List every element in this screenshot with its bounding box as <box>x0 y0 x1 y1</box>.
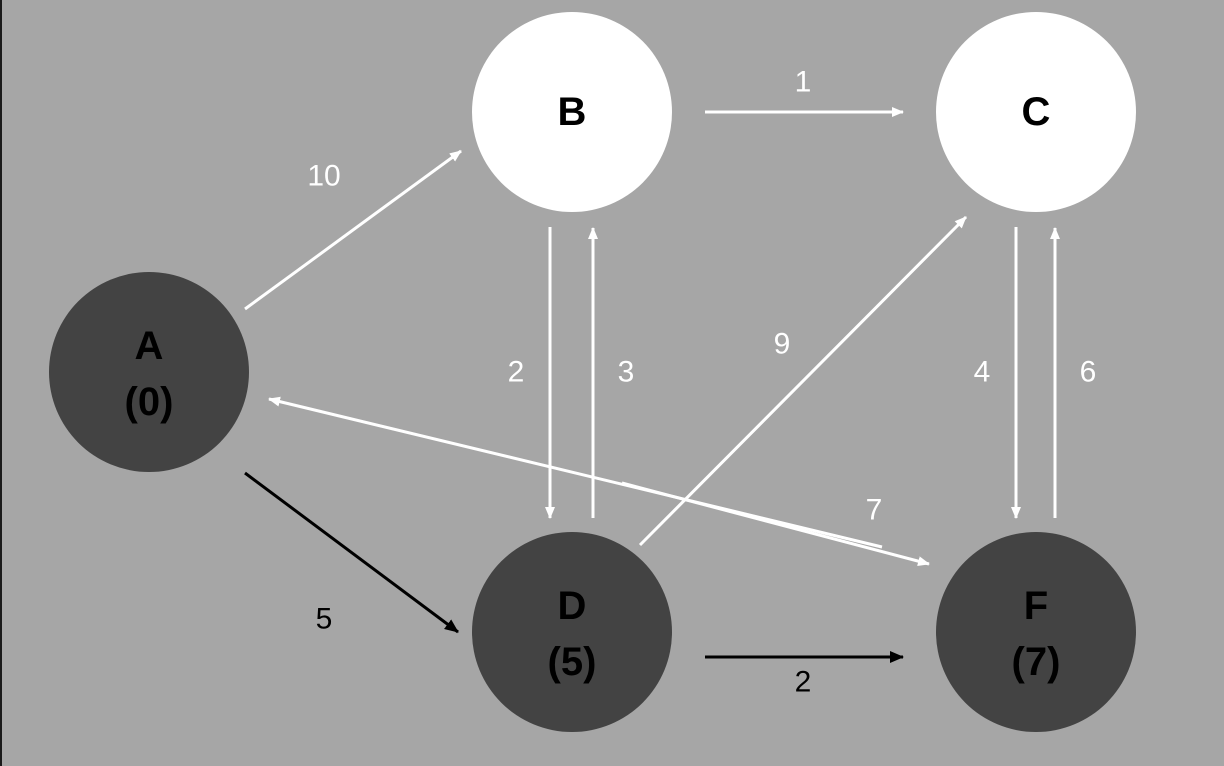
edge-a-to-d <box>244 471 459 634</box>
edge-weight-c-to-f: 4 <box>974 356 991 389</box>
node-distance-f: (7) <box>1012 640 1061 684</box>
node-distance-a: (0) <box>125 380 174 424</box>
edge-d-to-c <box>638 215 968 547</box>
node-label-a: A <box>135 324 164 368</box>
node-circle-c <box>936 12 1136 212</box>
edge-weight-d-to-c: 9 <box>774 328 791 361</box>
edge-f-to-a <box>268 396 883 549</box>
node-circle-b <box>472 12 672 212</box>
node-circle-f <box>936 532 1136 732</box>
edge-a-to-f <box>621 481 930 567</box>
node-d: D (5) <box>472 532 672 732</box>
node-label-f: F <box>1024 584 1048 628</box>
node-f: F (7) <box>936 532 1136 732</box>
node-distance-d: (5) <box>548 640 597 684</box>
edge-weight-f-to-a: 7 <box>866 494 883 527</box>
edge-weight-d-to-b: 3 <box>618 356 635 389</box>
node-circle-d <box>472 532 672 732</box>
edges-layer: 10 1 2 3 9 4 6 7 5 2 <box>244 66 1097 699</box>
node-label-d: D <box>558 584 587 628</box>
edge-weight-d-to-f: 2 <box>795 666 812 699</box>
edge-weight-b-to-d: 2 <box>508 356 525 389</box>
node-b: B <box>472 12 672 212</box>
node-label-c: C <box>1022 90 1051 134</box>
node-circle-a <box>49 272 249 472</box>
edge-weight-a-to-d: 5 <box>316 603 333 636</box>
node-c: C <box>936 12 1136 212</box>
edge-weight-b-to-c: 1 <box>795 66 812 99</box>
node-label-b: B <box>558 90 587 134</box>
edge-weight-f-to-c: 6 <box>1080 356 1097 389</box>
node-a: A (0) <box>49 272 249 472</box>
nodes-layer: A (0) B C D (5) F (7) <box>49 12 1136 732</box>
edge-a-to-b <box>244 149 462 311</box>
edge-weight-a-to-b: 10 <box>307 160 340 193</box>
